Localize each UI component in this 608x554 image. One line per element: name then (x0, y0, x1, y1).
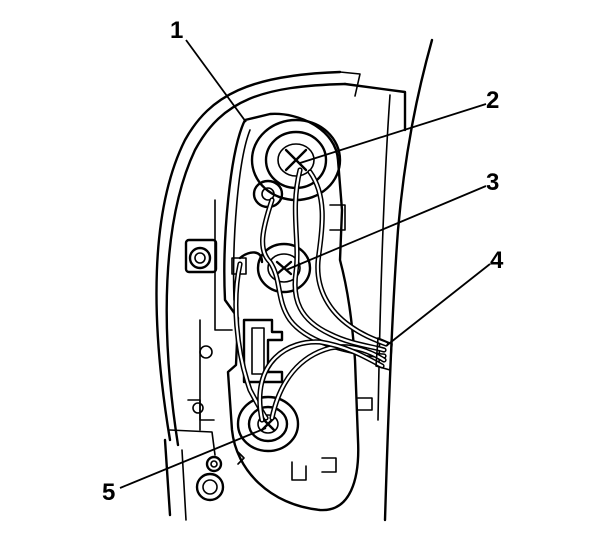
leader-3 (285, 185, 487, 271)
wiring-harness (233, 167, 393, 423)
leader-lines (119, 39, 491, 489)
lamp-housing-outline (155, 38, 434, 522)
callout-4: 4 (490, 247, 504, 274)
leader-5 (119, 427, 267, 489)
callout-2: 2 (486, 87, 499, 114)
leader-2 (299, 103, 487, 164)
leader-4 (385, 263, 491, 347)
leader-1 (185, 39, 247, 123)
callout-5: 5 (102, 479, 115, 506)
callout-1: 1 (170, 17, 183, 44)
lower-bulb-socket (236, 395, 300, 453)
middle-bulb-socket (231, 242, 312, 294)
fastener-left (184, 238, 218, 274)
callout-labels: 1 2 3 4 5 (102, 17, 504, 506)
fastener-bottom (195, 455, 225, 502)
socket-plate (187, 112, 373, 512)
callout-3: 3 (486, 169, 499, 196)
